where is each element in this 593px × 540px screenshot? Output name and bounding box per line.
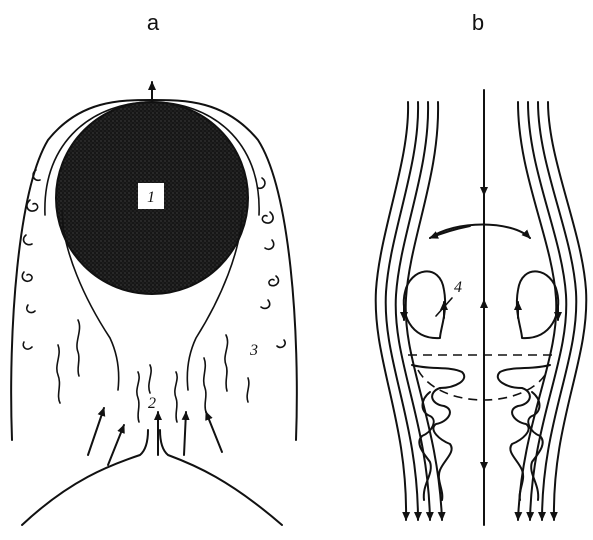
vortex-label: 4: [454, 279, 462, 296]
wake-line: [204, 358, 206, 412]
converging-curve-right: [160, 430, 282, 525]
panel-b: b 4: [376, 10, 587, 525]
eddy: [24, 235, 32, 245]
eddy: [261, 300, 270, 308]
wake-label: 2: [148, 395, 156, 412]
eddy: [22, 272, 32, 281]
wake-line: [57, 345, 60, 403]
eddy: [265, 240, 274, 249]
streamline: [518, 102, 556, 520]
wake-line: [77, 320, 80, 376]
wake-line: [225, 335, 228, 391]
eddy: [277, 340, 285, 347]
wake-line: [247, 378, 249, 402]
panel-a-label: a: [147, 10, 160, 35]
top-arc: [430, 225, 530, 239]
panel-a: a 1 3: [11, 10, 297, 525]
eddy: [23, 342, 32, 349]
vortex-right: [517, 271, 558, 338]
top-arc-left-head: [430, 226, 470, 238]
inflow-arrow: [184, 412, 186, 455]
sphere-label: 1: [147, 189, 155, 206]
eddy: [262, 212, 273, 223]
inflow-arrow: [108, 425, 124, 465]
inflow-arrow: [88, 408, 104, 455]
panel-b-label: b: [472, 10, 484, 35]
wake-line: [175, 372, 177, 422]
converging-curve-left: [22, 430, 148, 525]
eddies-left: [22, 170, 40, 349]
eddy: [27, 305, 35, 313]
eddies-label: 3: [249, 342, 258, 359]
eddy: [258, 178, 265, 188]
streamlines-right: [518, 102, 586, 520]
inflow-arrows: [88, 408, 222, 465]
streamlines-left: [376, 102, 442, 520]
eddy: [269, 276, 279, 286]
wake-line: [149, 365, 151, 393]
wake-line: [137, 372, 139, 422]
eddy: [27, 200, 38, 211]
inflow-arrow: [206, 412, 222, 452]
vortex-left: [404, 271, 445, 338]
